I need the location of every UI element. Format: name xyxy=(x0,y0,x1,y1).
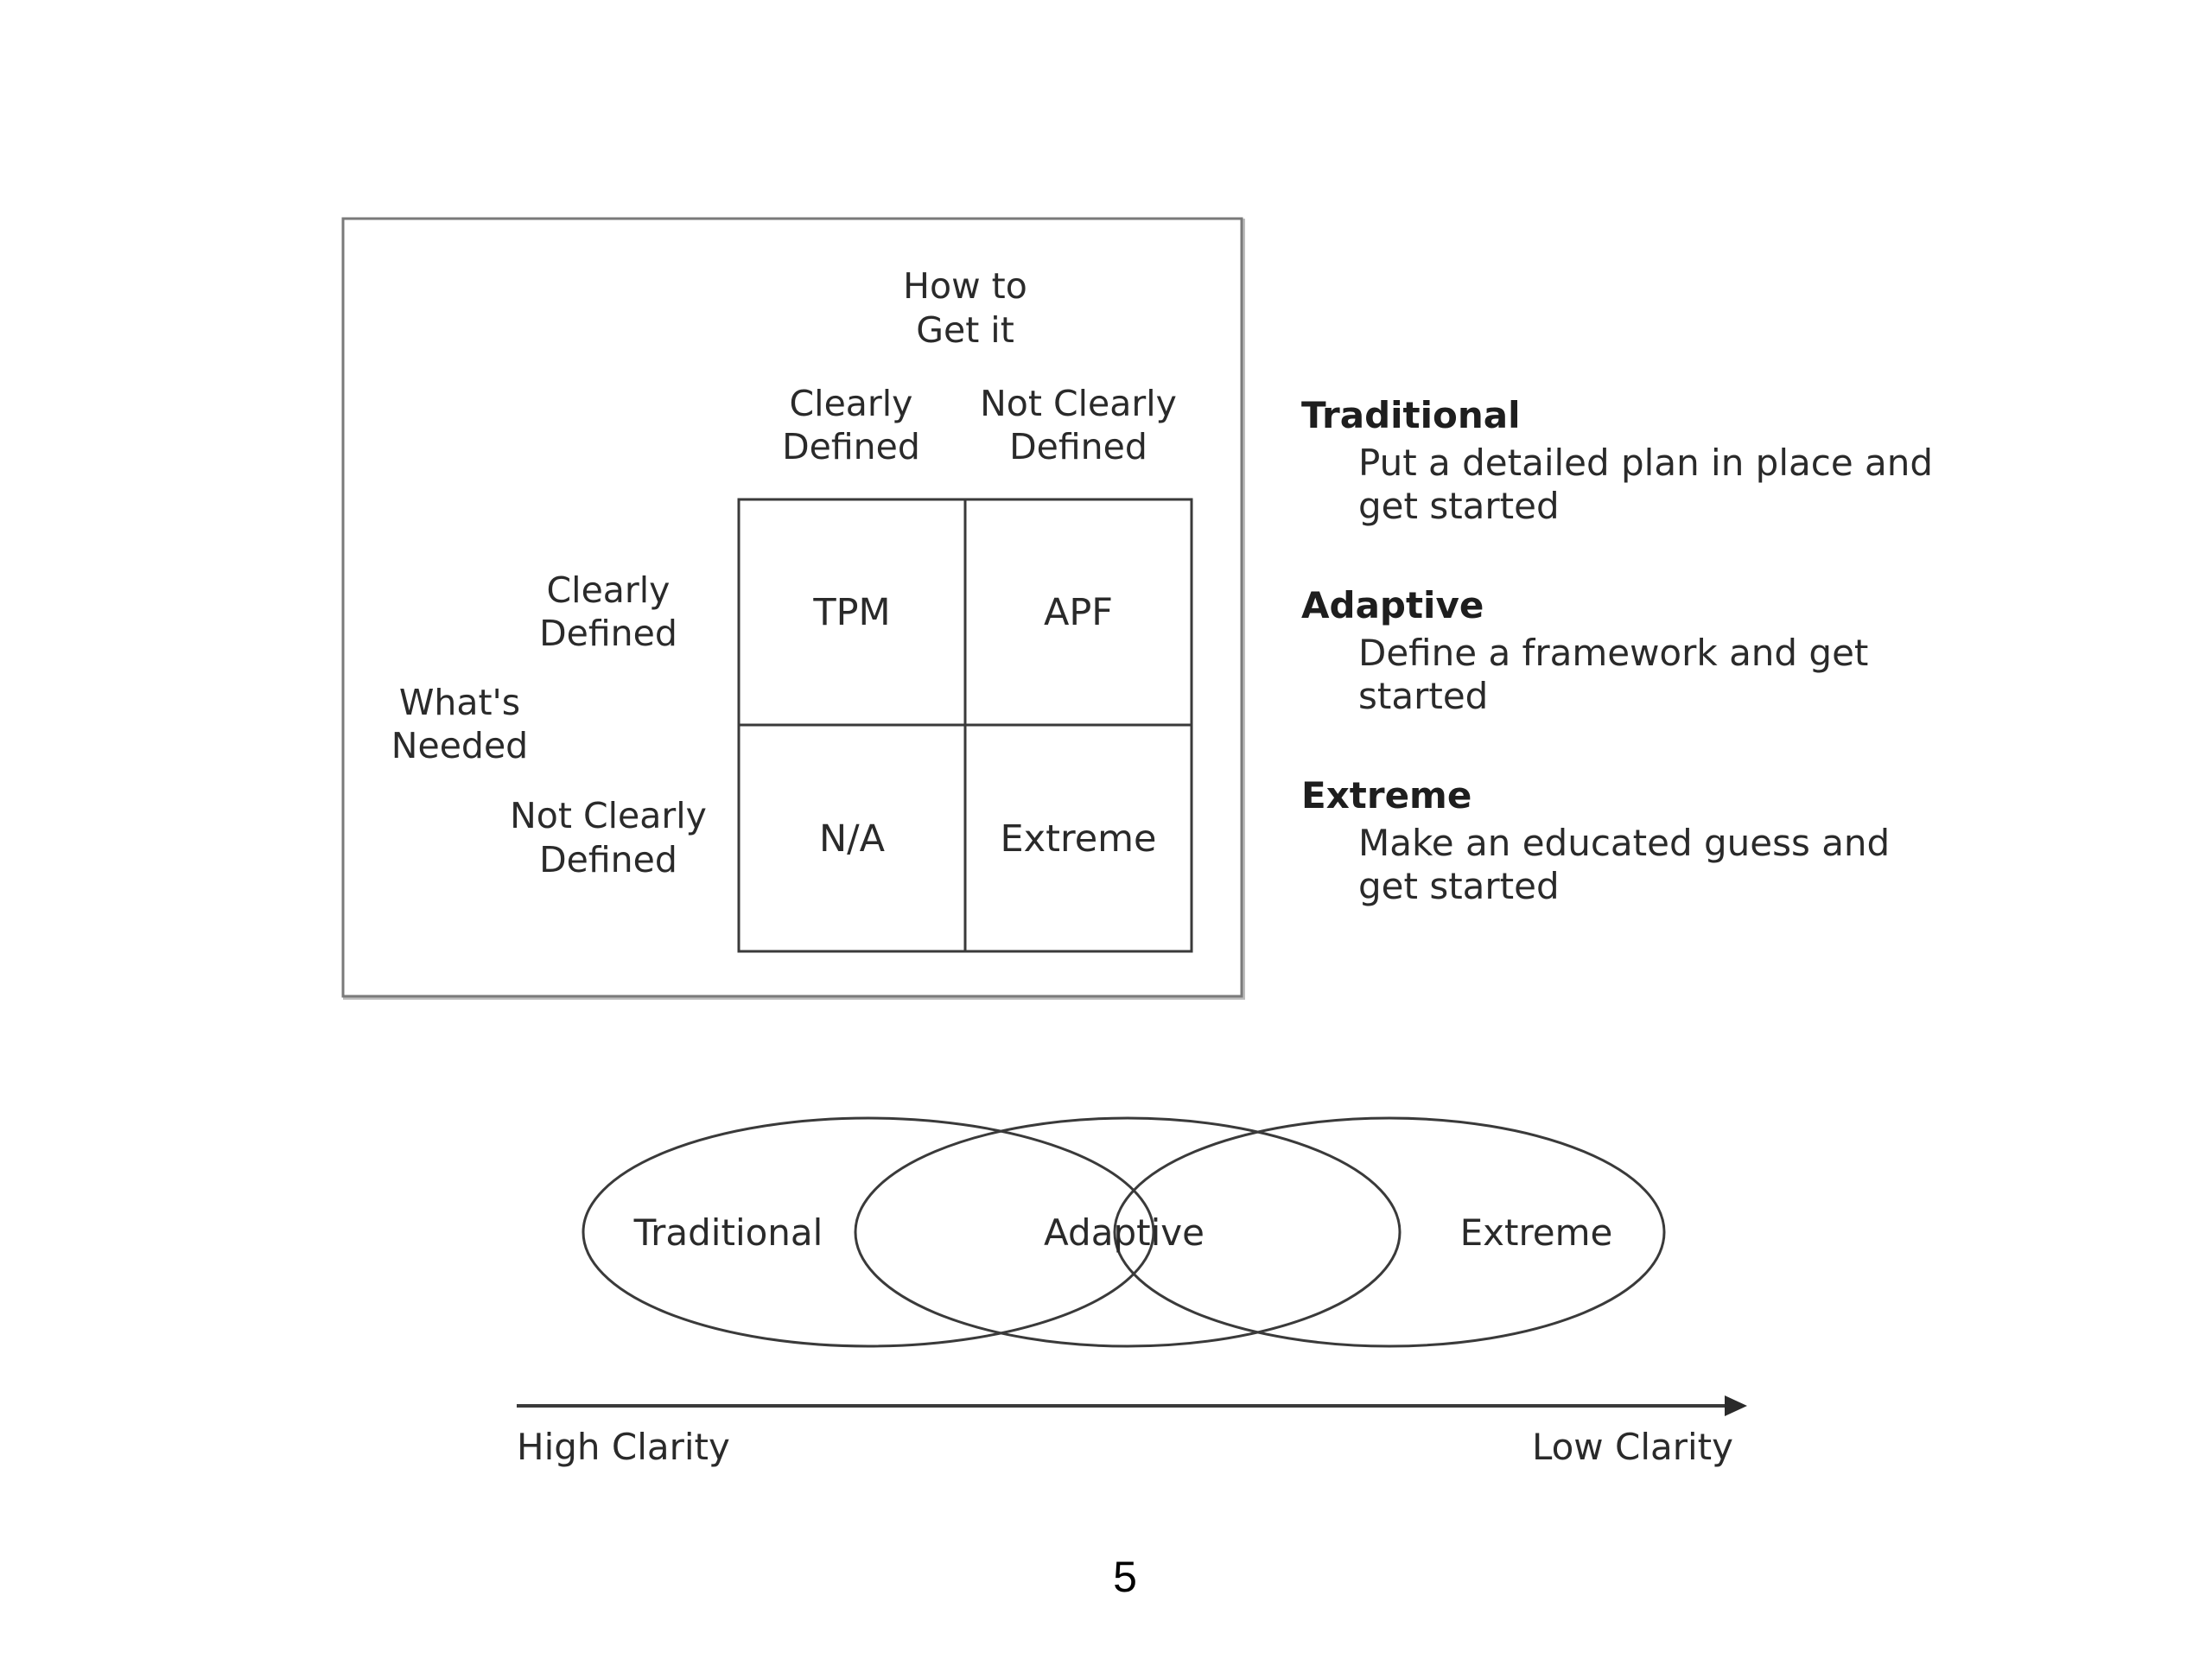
page-number: 5 xyxy=(1113,1553,1137,1601)
row-axis-title-line1: What's xyxy=(399,682,520,723)
col-header-not-clearly-line2: Defined xyxy=(1009,426,1147,467)
row-axis-title-line2: Needed xyxy=(391,725,528,766)
col-header-not-clearly-line1: Not Clearly xyxy=(980,383,1177,424)
col-header-clearly-line1: Clearly xyxy=(790,383,913,424)
ellipse-label-extreme: Extreme xyxy=(1460,1211,1613,1254)
legend-extreme-desc-line2: get started xyxy=(1358,865,1560,907)
legend-adaptive-desc-line1: Define a framework and get xyxy=(1358,632,1868,674)
row-header-not-clearly-line2: Defined xyxy=(539,839,677,880)
ellipse-label-traditional: Traditional xyxy=(633,1211,823,1254)
cell-extreme: Extreme xyxy=(1000,817,1156,861)
axis-label-high-clarity: High Clarity xyxy=(517,1426,730,1468)
legend-traditional-desc-line1: Put a detailed plan in place and xyxy=(1358,442,1933,484)
matrix-frame xyxy=(341,217,1243,998)
row-header-clearly-line1: Clearly xyxy=(547,569,671,611)
cell-tpm: TPM xyxy=(812,591,890,634)
legend-traditional-title: Traditional xyxy=(1301,394,1521,436)
col-header-clearly-line2: Defined xyxy=(782,426,920,467)
cell-apf: APF xyxy=(1044,591,1113,634)
ellipse-label-adaptive: Adaptive xyxy=(1044,1211,1205,1254)
clarity-spectrum: Traditional Adaptive Extreme High Clarit… xyxy=(517,1116,1747,1468)
col-axis-title-line1: How to xyxy=(903,265,1027,307)
legend-traditional-desc-line2: get started xyxy=(1358,485,1560,527)
cell-na: N/A xyxy=(819,817,886,861)
matrix-grid xyxy=(737,498,1193,953)
axis-label-low-clarity: Low Clarity xyxy=(1532,1426,1733,1468)
col-axis-title-line2: Get it xyxy=(916,309,1014,351)
approach-legend: Traditional Put a detailed plan in place… xyxy=(1301,394,1933,907)
clarity-axis-arrowhead-icon xyxy=(1725,1395,1747,1416)
matrix-panel: How to Get it Clearly Defined Not Clearl… xyxy=(341,217,1245,1000)
legend-adaptive-desc-line2: started xyxy=(1358,675,1488,717)
row-header-clearly-line2: Defined xyxy=(539,613,677,654)
legend-adaptive-title: Adaptive xyxy=(1301,584,1484,626)
row-header-not-clearly-line1: Not Clearly xyxy=(510,795,707,836)
ellipse-adaptive xyxy=(854,1116,1402,1348)
legend-extreme-desc-line1: Make an educated guess and xyxy=(1358,822,1890,864)
legend-extreme-title: Extreme xyxy=(1301,774,1471,817)
ellipse-traditional xyxy=(582,1116,1155,1348)
ellipse-extreme xyxy=(1113,1116,1666,1348)
